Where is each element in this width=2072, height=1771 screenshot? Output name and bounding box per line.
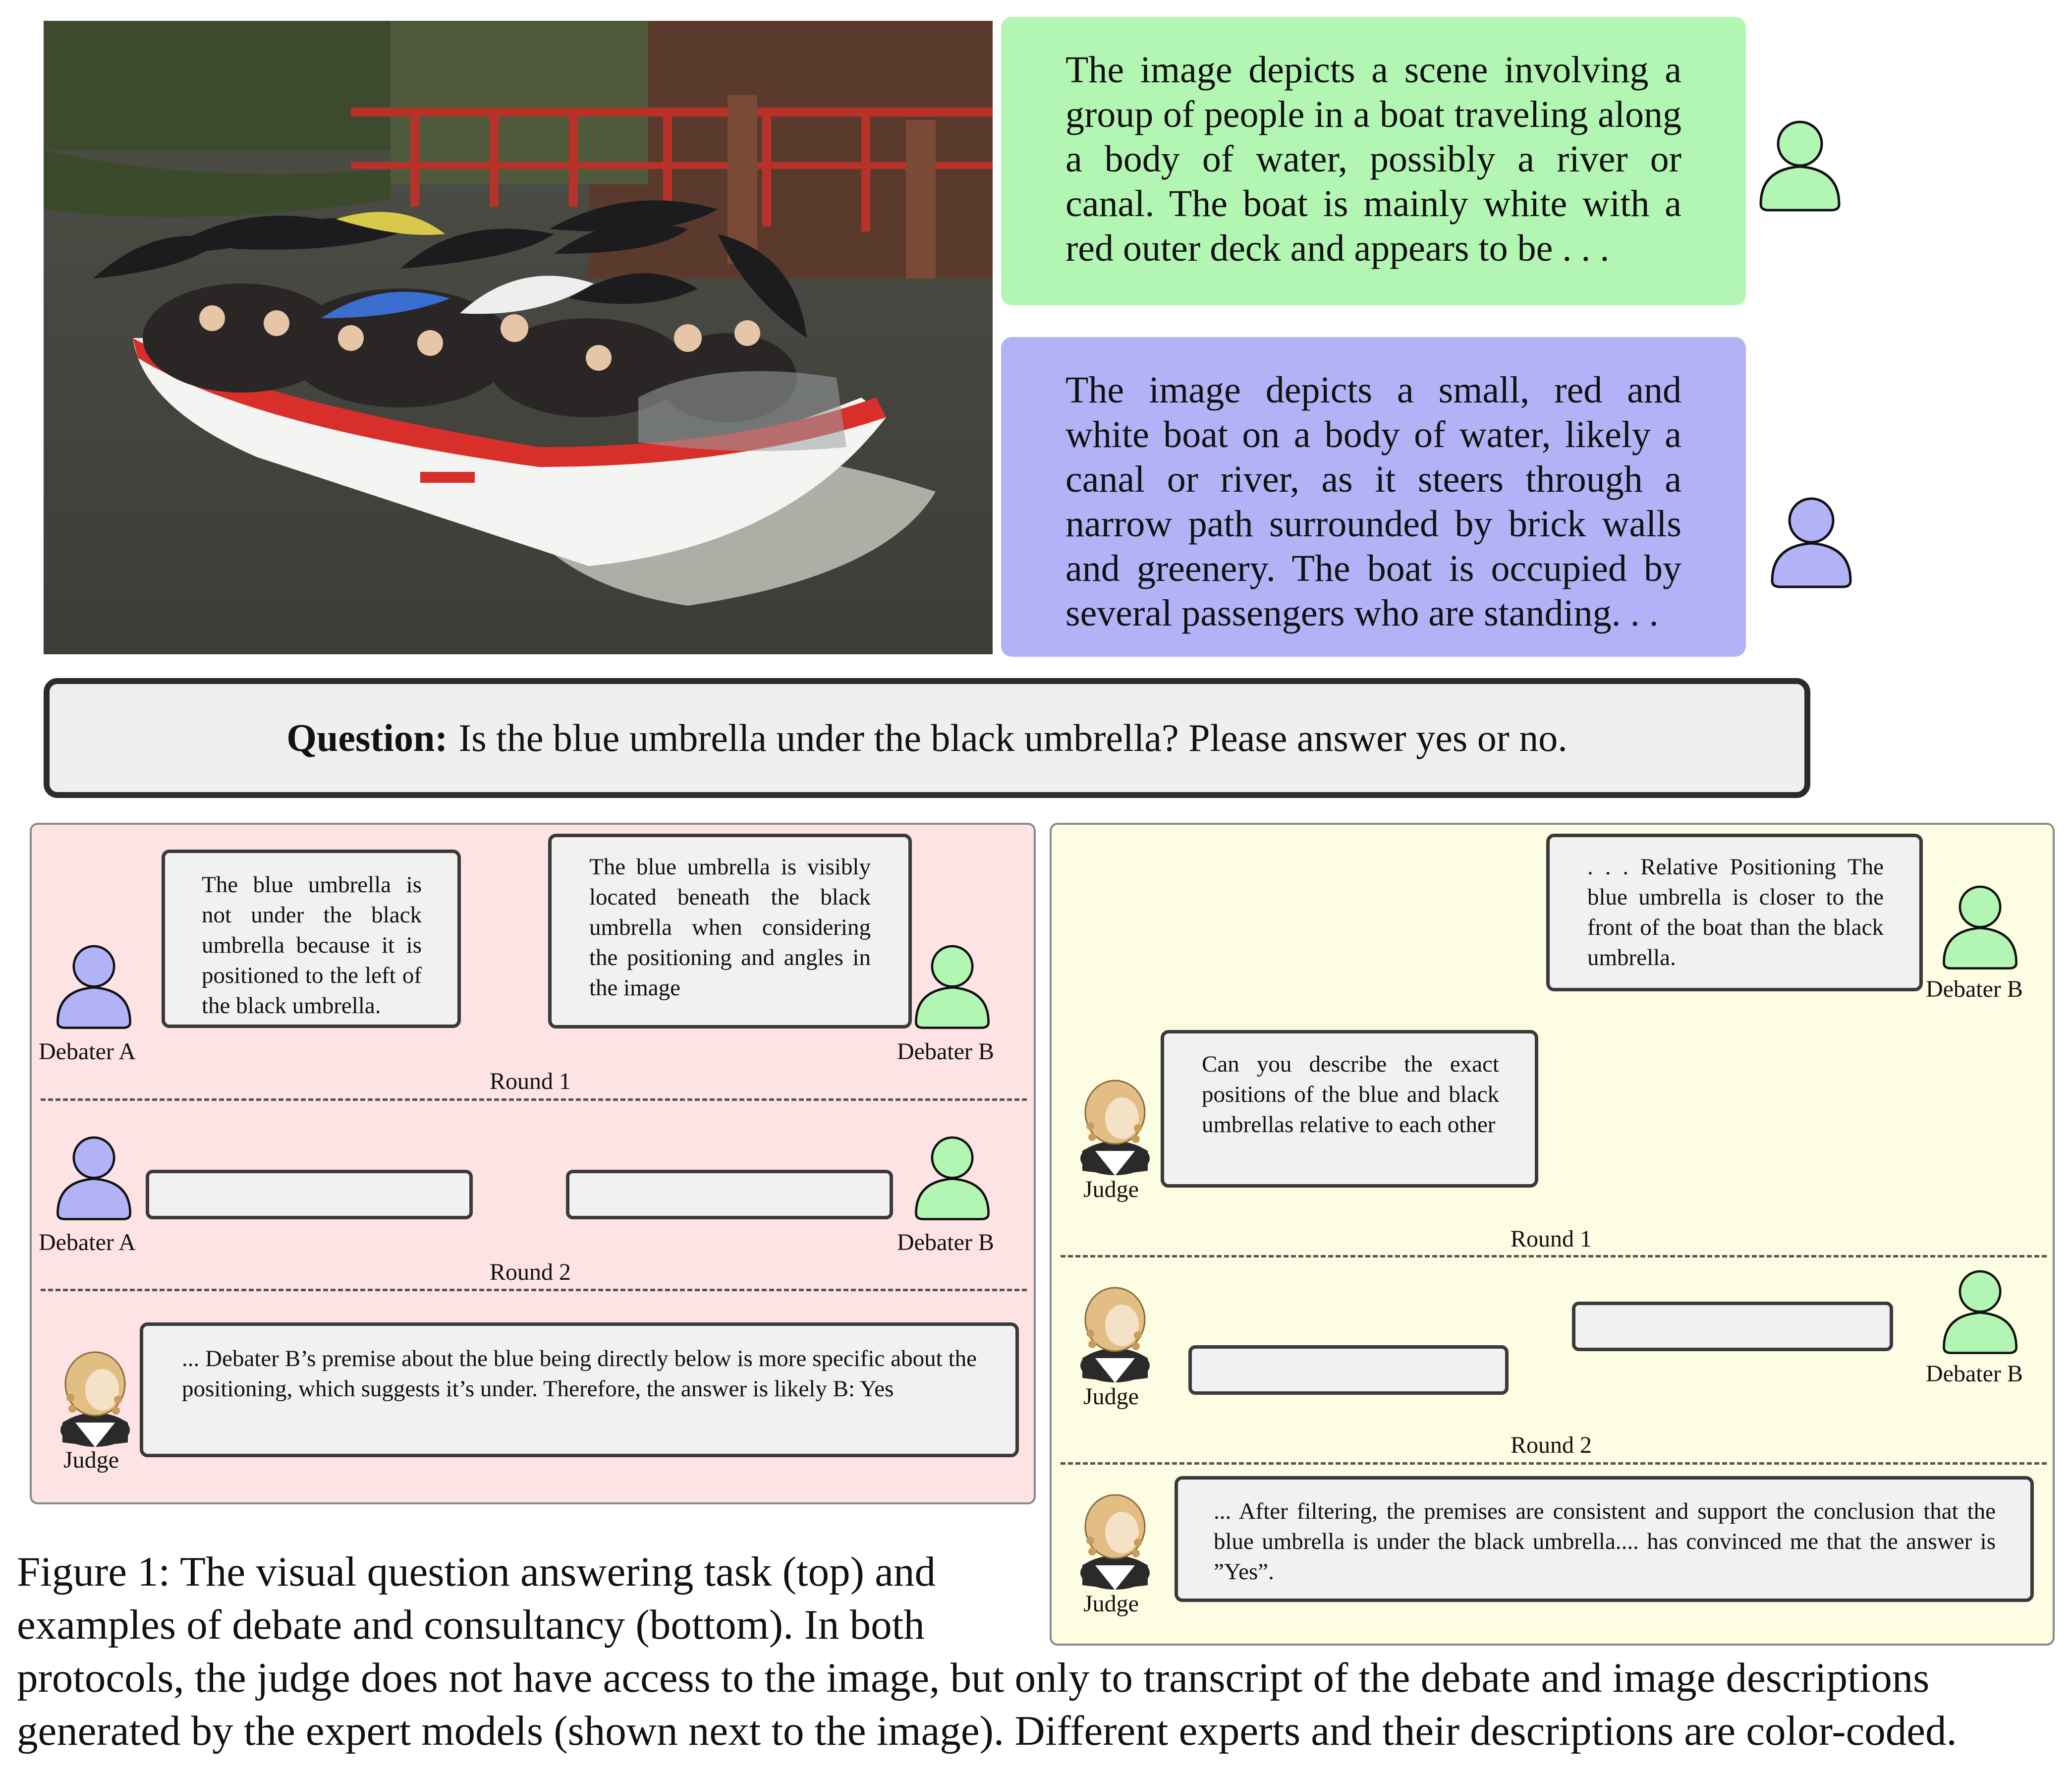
round1-divider <box>41 1098 1027 1101</box>
caption-line-1: Figure 1: The visual question answering … <box>17 1548 936 1595</box>
green-expert-person-icon <box>1757 115 1844 214</box>
debater-a-label: Debater A <box>39 1229 136 1256</box>
debater-b-person-icon <box>911 940 994 1031</box>
round1-label: Round 1 <box>1511 1226 1592 1252</box>
debater-b-round2-bubble <box>566 1170 893 1219</box>
question-text: Is the blue umbrella under the black umb… <box>458 716 1568 759</box>
boat-photo <box>44 21 993 654</box>
judge-final-bubble: ... After filtering, the premises are co… <box>1175 1476 2034 1602</box>
debater-b-round1-bubble: The blue umbrella is visibly located ben… <box>548 834 912 1028</box>
consultant-statement-text: . . . Relative Positioning The blue umbr… <box>1587 854 1884 971</box>
question-box: Question: Is the blue umbrella under the… <box>44 678 1810 798</box>
caption-line-2: examples of debate and consultancy (bott… <box>17 1601 925 1648</box>
debater-a-person-icon <box>53 940 136 1031</box>
judge-icon <box>56 1348 135 1447</box>
consultant-label: Debater B <box>1926 976 2023 1002</box>
judge-label: Judge <box>63 1447 119 1473</box>
debater-a-round1-text: The blue umbrella is not under the black… <box>202 872 422 1019</box>
green-expert-text: The image depicts a scene involving a gr… <box>1065 49 1681 269</box>
judge-icon <box>1075 1284 1155 1383</box>
consultant-statement-bubble: . . . Relative Positioning The blue umbr… <box>1546 834 1923 991</box>
blue-expert-text: The image depicts a small, red and white… <box>1065 369 1681 634</box>
debater-a-round1-bubble: The blue umbrella is not under the black… <box>162 850 461 1028</box>
debater-b-round1-text: The blue umbrella is visibly located ben… <box>589 854 871 1001</box>
question-label: Question: <box>286 716 448 759</box>
debater-a-round2-bubble <box>146 1170 473 1219</box>
consultant-person-icon <box>1939 1265 2022 1357</box>
debater-b-label: Debater B <box>897 1229 994 1256</box>
consultant-label: Debater B <box>1926 1361 2023 1387</box>
round1-divider <box>1061 1255 2047 1257</box>
judge-icon <box>1075 1491 1155 1590</box>
judge-verdict-bubble: ... Debater B’s premise about the blue b… <box>140 1322 1019 1457</box>
caption-line-4: generated by the expert models (shown ne… <box>17 1708 1957 1754</box>
debater-a-label: Debater A <box>39 1038 136 1065</box>
judge-question-text: Can you describe the exact positions of … <box>1202 1051 1499 1138</box>
debate-panel: Debater A The blue umbrella is not under… <box>30 823 1036 1504</box>
judge-round2-bubble <box>1188 1345 1509 1395</box>
debater-b-label: Debater B <box>897 1038 994 1065</box>
round2-divider <box>1061 1462 2047 1465</box>
figure-caption: Figure 1: The visual question answering … <box>17 1545 2054 1758</box>
caption-line-3: protocols, the judge does not have acces… <box>17 1655 1930 1701</box>
round2-label: Round 2 <box>1511 1432 1592 1458</box>
blue-expert-description: The image depicts a small, red and white… <box>1001 337 1746 657</box>
judge-question-bubble: Can you describe the exact positions of … <box>1161 1030 1538 1188</box>
green-expert-description: The image depicts a scene involving a gr… <box>1001 17 1746 305</box>
judge-label: Judge <box>1083 1176 1139 1202</box>
judge-icon <box>1075 1077 1155 1176</box>
judge-verdict-text: ... Debater B’s premise about the blue b… <box>182 1346 977 1402</box>
judge-label: Judge <box>1083 1383 1139 1410</box>
debater-b-person-icon <box>911 1131 994 1223</box>
round1-label: Round 1 <box>490 1068 571 1094</box>
debater-a-person-icon <box>53 1131 136 1223</box>
judge-label: Judge <box>1083 1591 1139 1617</box>
blue-expert-person-icon <box>1768 492 1855 591</box>
consultancy-panel: . . . Relative Positioning The blue umbr… <box>1050 823 2055 1646</box>
consultant-round2-bubble <box>1572 1302 1893 1351</box>
judge-final-text: ... After filtering, the premises are co… <box>1214 1498 1996 1585</box>
round2-divider <box>41 1289 1027 1291</box>
consultant-person-icon <box>1939 880 2022 972</box>
round2-label: Round 2 <box>490 1259 571 1285</box>
